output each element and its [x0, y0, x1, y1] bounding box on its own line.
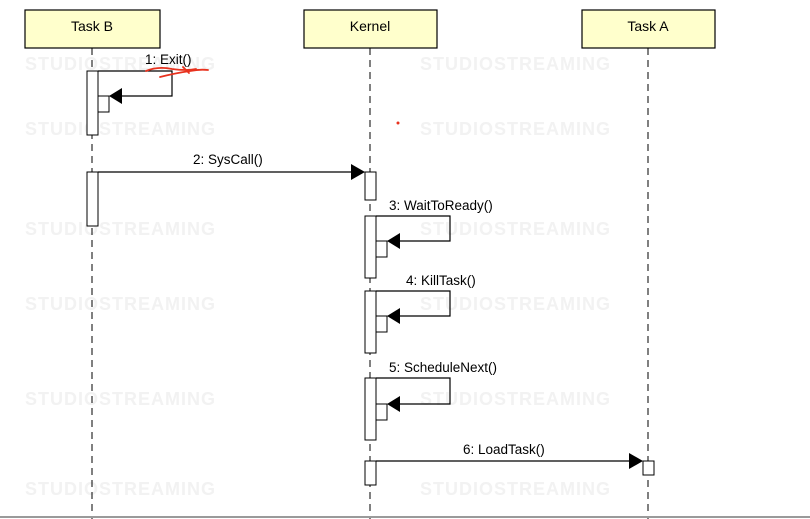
message-4[interactable]: 4: KillTask() [376, 273, 476, 324]
lifeline-header-kernel[interactable]: Kernel [303, 9, 438, 49]
message-5-line [376, 377, 451, 405]
svg-text:STUDIOSTREAMING: STUDIOSTREAMING [25, 294, 216, 314]
lifeline-label-task-b: Task B [71, 18, 113, 34]
svg-text:STUDIOSTREAMING: STUDIOSTREAMING [420, 54, 611, 74]
activation-kernel-4[interactable] [364, 290, 377, 354]
annotation-underline-marks [145, 66, 209, 78]
lifeline-label-kernel: Kernel [350, 18, 390, 34]
activation-task-b-2[interactable] [86, 171, 99, 227]
activation-kernel-5[interactable] [364, 377, 377, 441]
lifeline-label-task-a: Task A [627, 18, 669, 34]
svg-text:STUDIOSTREAMING: STUDIOSTREAMING [25, 119, 216, 139]
message-3-arrowhead [387, 233, 400, 249]
message-1-label: 1: Exit() [145, 52, 192, 67]
message-2[interactable]: 2: SysCall() [98, 152, 365, 180]
message-5-label: 5: ScheduleNext() [389, 360, 497, 375]
lifeline-header-task-a[interactable]: Task A [581, 9, 716, 49]
message-1-line [98, 70, 173, 97]
message-6-arrowhead [629, 453, 643, 469]
activation-kernel-3-nested[interactable] [375, 240, 388, 258]
message-4-arrowhead [387, 308, 400, 324]
svg-text:STUDIOSTREAMING: STUDIOSTREAMING [420, 479, 611, 499]
activation-task-b-1-nested[interactable] [97, 95, 110, 113]
svg-text:STUDIOSTREAMING: STUDIOSTREAMING [25, 219, 216, 239]
message-3-label: 3: WaitToReady() [389, 198, 493, 213]
activation-kernel-syscall[interactable] [364, 171, 377, 201]
message-2-arrowhead [351, 164, 365, 180]
svg-text:STUDIOSTREAMING: STUDIOSTREAMING [420, 219, 611, 239]
annotation-dot [396, 121, 400, 125]
activation-task-b-1[interactable] [86, 70, 99, 136]
message-4-label: 4: KillTask() [406, 273, 476, 288]
message-4-line [376, 290, 451, 317]
activation-kernel-3[interactable] [364, 215, 377, 279]
message-3[interactable]: 3: WaitToReady() [376, 198, 493, 249]
message-1[interactable]: 1: Exit() [98, 52, 192, 104]
activation-task-a[interactable] [642, 460, 655, 476]
lifeline-header-task-b[interactable]: Task B [24, 9, 161, 49]
activation-kernel-6[interactable] [364, 460, 377, 486]
message-2-label: 2: SysCall() [193, 152, 263, 167]
svg-text:STUDIOSTREAMING: STUDIOSTREAMING [25, 479, 216, 499]
message-3-line [376, 215, 451, 242]
activation-kernel-5-nested[interactable] [375, 403, 388, 421]
message-5-arrowhead [387, 396, 400, 412]
svg-text:STUDIOSTREAMING: STUDIOSTREAMING [420, 389, 611, 409]
svg-text:STUDIOSTREAMING: STUDIOSTREAMING [420, 294, 611, 314]
svg-text:STUDIOSTREAMING: STUDIOSTREAMING [25, 389, 216, 409]
background-watermark: STUDIOSTREAMING STUDIOSTREAMING STUDIOST… [25, 54, 611, 499]
activation-kernel-4-nested[interactable] [375, 315, 388, 333]
message-5[interactable]: 5: ScheduleNext() [376, 360, 497, 412]
message-6[interactable]: 6: LoadTask() [376, 442, 643, 469]
message-6-label: 6: LoadTask() [463, 442, 545, 457]
message-1-arrowhead [109, 88, 122, 104]
svg-text:STUDIOSTREAMING: STUDIOSTREAMING [420, 119, 611, 139]
